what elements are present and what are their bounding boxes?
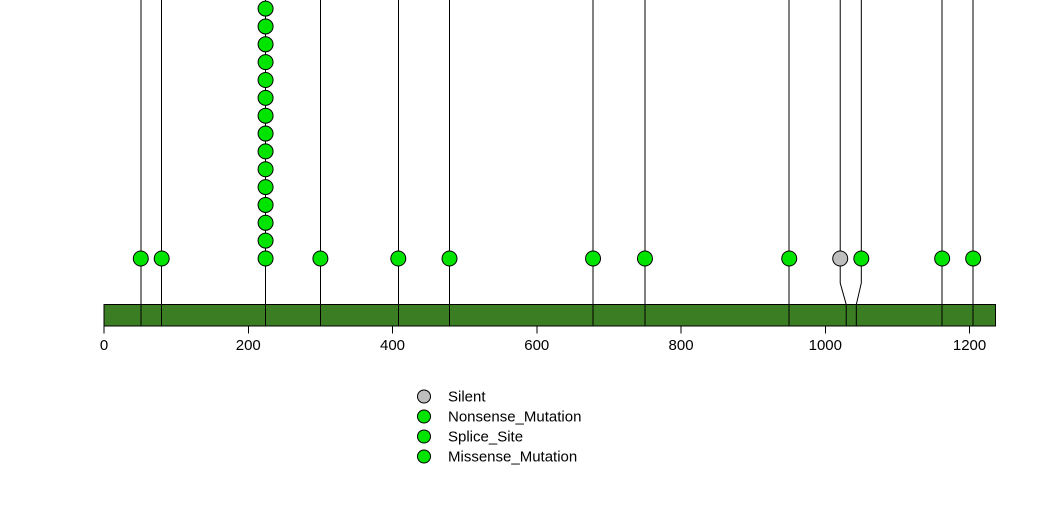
legend-label: Nonsense_Mutation — [448, 409, 581, 426]
legend-label: Splice_Site — [448, 429, 523, 446]
axis-tick-label: 1200 — [953, 337, 986, 354]
mutation-marker — [257, 250, 274, 267]
mutation-marker — [257, 36, 274, 53]
legend-label: Silent — [448, 389, 486, 406]
mutation-marker — [257, 0, 274, 17]
mutation-marker — [934, 250, 951, 267]
mutation-marker — [390, 250, 407, 267]
axis-tick-label: 1000 — [809, 337, 842, 354]
mutation-marker — [853, 250, 870, 267]
mutation-marker — [781, 250, 798, 267]
mutation-marker — [257, 125, 274, 142]
mutation-marker — [257, 232, 274, 249]
mutation-marker — [257, 214, 274, 231]
mutation-marker — [965, 250, 982, 267]
axis-tick-label: 800 — [669, 337, 694, 354]
mutation-marker — [132, 250, 149, 267]
mutation-marker — [257, 54, 274, 71]
mutation-marker — [257, 89, 274, 106]
mutation-stick — [839, 0, 847, 326]
mutation-marker — [257, 18, 274, 35]
mutation-marker — [153, 250, 170, 267]
mutation-stick — [855, 0, 862, 326]
mutation-marker — [636, 250, 653, 267]
legend-marker-icon — [417, 449, 431, 464]
gene-bar-border — [103, 304, 997, 327]
mutation-marker — [257, 196, 274, 213]
mutation-marker — [257, 179, 274, 196]
gene-bar — [104, 304, 996, 326]
axis-tick-label: 600 — [524, 337, 549, 354]
legend-marker-icon — [417, 389, 431, 404]
silent-mutation-marker — [832, 250, 849, 267]
legend-marker-icon — [417, 409, 431, 424]
legend-label: Missense_Mutation — [448, 449, 577, 466]
axis-tick-label: 400 — [380, 337, 405, 354]
mutation-marker — [257, 72, 274, 88]
mutation-marker — [441, 250, 458, 267]
legend-marker-icon — [417, 429, 431, 444]
mutation-marker — [257, 143, 274, 160]
mutation-marker — [312, 250, 329, 267]
axis-tick-label: 0 — [100, 337, 108, 354]
mutation-marker — [257, 161, 274, 178]
mutation-marker — [257, 107, 274, 124]
axis-tick-label: 200 — [236, 337, 261, 354]
mutation-marker — [585, 250, 602, 267]
